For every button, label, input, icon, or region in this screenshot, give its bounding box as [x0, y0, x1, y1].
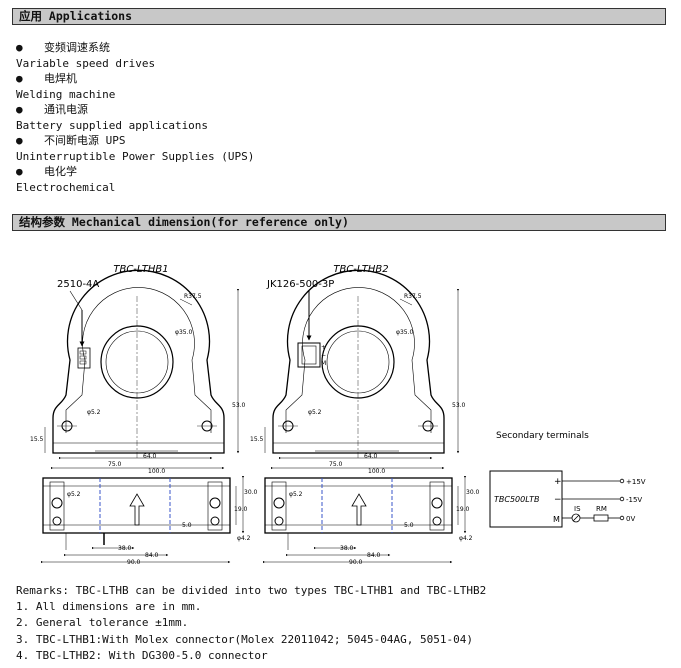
applications-header: 应用 Applications — [12, 8, 666, 25]
dim-mount-spacing: 84.0 — [145, 552, 159, 559]
remark-item: 2. General tolerance ±1mm. — [16, 616, 189, 630]
terminal-minus: − — [554, 495, 562, 505]
module-label: TBC500LTB — [494, 495, 540, 504]
dim-inner-depth: 19.0 — [234, 506, 248, 513]
remark-item: 3. TBC-LTHB1:With Molex connector(Molex … — [16, 632, 473, 646]
bullet-icon: ● — [16, 134, 23, 147]
dim-pin-spacing: 38.0 — [118, 545, 132, 552]
list-item-english: Uninterruptible Power Supplies (UPS) — [16, 149, 255, 163]
model-label-lthb2: TBC-LTHB2 — [333, 264, 388, 275]
lthb1-front-view: TBC-LTHB1 — [44, 264, 240, 470]
list-item-english: Variable speed drives — [16, 56, 156, 70]
dim-offset: 5.0 — [182, 522, 192, 529]
dim-mount-spacing: 84.0 — [367, 552, 381, 559]
dim-hole-spacing: 75.0 — [108, 461, 122, 468]
supply-positive: +15V — [626, 478, 646, 486]
bullet-icon: ● — [16, 165, 23, 178]
pin-label-m: M — [321, 360, 326, 367]
secondary-terminals-title: Secondary terminals — [496, 431, 589, 441]
resistor-label: RM — [596, 505, 607, 513]
dim-depth: 30.0 — [466, 489, 480, 496]
dim-hole: φ5.2 — [308, 409, 322, 416]
lthb2-bottom-view — [262, 475, 467, 564]
dim-aperture: φ35.0 — [175, 329, 193, 336]
dim-height: 53.0 — [232, 402, 246, 409]
dim-small-hole: φ4.2 — [237, 535, 251, 542]
list-item-english: Battery supplied applications — [16, 118, 209, 132]
list-item-english: Welding machine — [16, 87, 116, 101]
dim-base-height: 15.5 — [30, 436, 44, 443]
dim-hole: φ5.2 — [67, 491, 81, 498]
remark-item: 1. All dimensions are in mm. — [16, 600, 202, 614]
dim-depth: 30.0 — [244, 489, 258, 496]
dim-hole-spacing: 75.0 — [329, 461, 343, 468]
dim-offset: 5.0 — [404, 522, 414, 529]
dim-small-hole: φ4.2 — [459, 535, 473, 542]
dim-inner-width: 64.0 — [143, 453, 157, 460]
supply-negative: -15V — [626, 496, 642, 504]
pin-label-minus: − — [321, 352, 326, 359]
remarks: Remarks: TBC-LTHB can be divided into tw… — [16, 583, 486, 664]
dim-hole: φ5.2 — [289, 491, 303, 498]
dim-bottom-width: 90.0 — [127, 559, 141, 566]
connector-label-lthb1: 2510-4A — [57, 279, 99, 290]
bullet-icon: ● — [16, 103, 23, 116]
list-item: ●通讯电源 — [16, 103, 88, 116]
dim-inner-depth: 19.0 — [456, 506, 470, 513]
dim-height: 53.0 — [452, 402, 466, 409]
remarks-intro: Remarks: TBC-LTHB can be divided into tw… — [16, 584, 487, 597]
list-item: ●电焊机 — [16, 72, 77, 85]
dim-total-width: 100.0 — [148, 468, 165, 475]
mechanical-header: 结构参数 Mechanical dimension(for reference … — [12, 214, 666, 231]
lthb1-bottom-view — [40, 475, 245, 564]
pin-label-plus: + — [321, 344, 326, 351]
dim-hole: φ5.2 — [87, 409, 101, 416]
applications-list: ●变频调速系统 Variable speed drives ●电焊机 Weldi… — [16, 40, 254, 195]
bullet-icon: ● — [16, 41, 23, 54]
terminal-m: M — [553, 515, 560, 524]
model-label-lthb1: TBC-LTHB1 — [113, 264, 168, 275]
terminal-plus: + — [554, 477, 562, 487]
list-item: ●不间断电源 UPS — [16, 134, 126, 147]
dim-aperture: φ35.0 — [396, 329, 414, 336]
dim-bottom-width: 90.0 — [349, 559, 363, 566]
dim-inner-width: 64.0 — [364, 453, 378, 460]
lthb2-front-view: TBC-LTHB2 — [264, 264, 460, 470]
dim-outer-radius: R37.5 — [184, 293, 202, 300]
dim-total-width: 100.0 — [368, 468, 385, 475]
dim-outer-radius: R37.5 — [404, 293, 422, 300]
remark-item: 4. TBC-LTHB2: With DG300-5.0 connector — [16, 648, 268, 662]
list-item-english: Electrochemical — [16, 180, 116, 194]
bullet-icon: ● — [16, 72, 23, 85]
mechanical-drawing: TBC-LTHB1 2510-4A R37.5 φ35.0 φ5.2 53.0 … — [30, 264, 646, 566]
list-item: ●电化学 — [16, 165, 77, 178]
dim-pin-spacing: 38.0 — [340, 545, 354, 552]
current-label: IS — [574, 505, 581, 513]
dim-base-height: 15.5 — [250, 436, 264, 443]
secondary-terminals-schematic: Secondary terminals TBC500LTB + − M +15V… — [489, 431, 646, 528]
list-item: ●变频调速系统 — [16, 41, 110, 54]
supply-ground: 0V — [626, 515, 635, 523]
connector-label-lthb2: JK126-500-3P — [266, 279, 334, 290]
